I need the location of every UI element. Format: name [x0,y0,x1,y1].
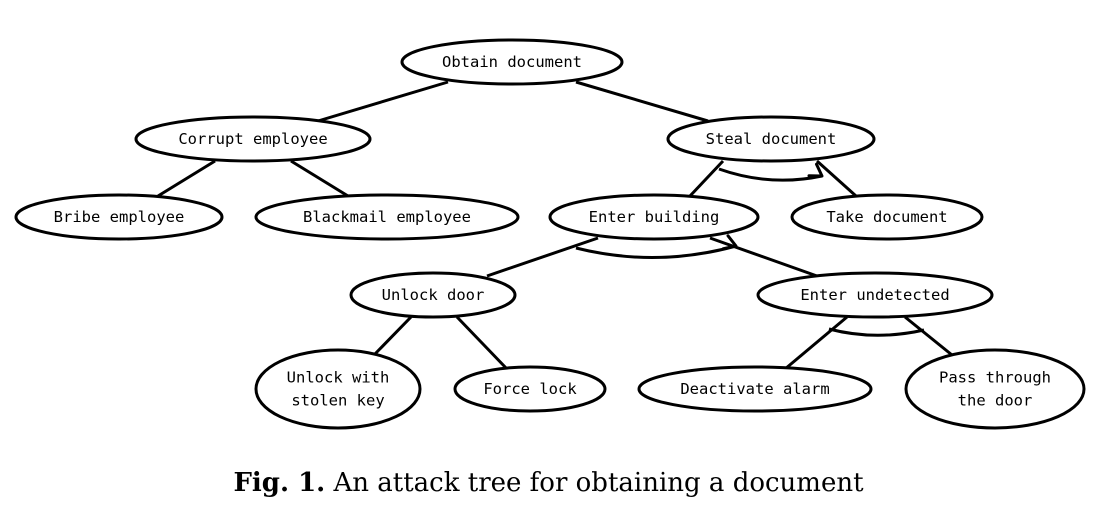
node-unlock-door: Unlock door [349,271,517,319]
edge-enter-building-to-unlock-door [486,236,599,278]
conjunction-arc-steal-document [718,167,823,182]
edge-obtain-document-to-corrupt-employee [317,80,449,123]
node-unlock-door-ellipse [349,271,517,319]
node-bribe-employee-ellipse [14,193,224,241]
edge-corrupt-employee-to-blackmail-employee [290,159,349,198]
edge-steal-document-to-take-document [815,159,858,198]
edge-unlock-door-to-unlock-with-stolen-key [372,315,413,357]
node-unlock-with-stolen-key: Unlock with stolen key [254,348,422,430]
node-take-document-ellipse [790,193,984,241]
node-enter-undetected-ellipse [756,271,994,319]
node-bribe-employee-label: Bribe employee [54,208,185,226]
node-force-lock: Force lock [453,365,607,413]
edges-layer [157,80,953,371]
edge-enter-building-to-enter-undetected [709,236,818,278]
node-unlock-with-stolen-key-ellipse [254,348,422,430]
node-deactivate-alarm-label: Deactivate alarm [680,380,829,398]
node-deactivate-alarm-ellipse [637,365,873,413]
node-blackmail-employee-ellipse [254,193,520,241]
node-obtain-document-ellipse [400,38,624,86]
node-obtain-document-label: Obtain document [442,53,582,71]
edge-enter-undetected-to-pass-through-door [904,315,953,357]
node-blackmail-employee-label: Blackmail employee [303,208,471,226]
node-pass-through-door: Pass through the door [904,348,1086,430]
node-enter-undetected-label: Enter undetected [800,286,949,304]
node-unlock-with-stolen-key-label-line-1: Unlock with [287,369,390,387]
node-pass-through-door-label-line-2: the door [958,392,1033,410]
conjunction-arc-enter-building-arrowhead-icon [721,234,738,251]
conjunction-arc-enter-building [575,244,737,260]
conjunction-arc-enter-undetected [828,327,925,337]
node-take-document-label: Take document [826,208,947,226]
node-enter-undetected: Enter undetected [756,271,994,319]
node-steal-document: Steal document [666,115,876,163]
node-unlock-with-stolen-key-label-line-2: stolen key [291,392,384,410]
node-obtain-document: Obtain document [400,38,624,86]
node-steal-document-label: Steal document [706,130,837,148]
caption-label: Fig. 1. [233,468,326,498]
edge-corrupt-employee-to-bribe-employee [157,159,216,198]
node-pass-through-door-label-line-1: Pass through [939,369,1051,387]
node-force-lock-label: Force lock [483,380,577,398]
conjunction-arc-steal-document-arrowhead-icon [807,162,824,178]
node-force-lock-ellipse [453,365,607,413]
node-corrupt-employee: Corrupt employee [134,115,372,163]
node-enter-building-ellipse [548,193,760,241]
node-take-document: Take document [790,193,984,241]
node-corrupt-employee-label: Corrupt employee [178,130,327,148]
node-pass-through-door-ellipse [904,348,1086,430]
node-enter-building: Enter building [548,193,760,241]
node-deactivate-alarm: Deactivate alarm [637,365,873,413]
figure-caption: Fig. 1. An attack tree for obtaining a d… [0,468,1097,498]
edge-unlock-door-to-force-lock [455,315,509,371]
edge-enter-undetected-to-deactivate-alarm [784,315,848,371]
node-steal-document-ellipse [666,115,876,163]
edge-steal-document-to-enter-building [688,159,725,198]
node-unlock-door-label: Unlock door [382,286,485,304]
node-blackmail-employee: Blackmail employee [254,193,520,241]
edge-obtain-document-to-steal-document [575,80,709,123]
node-corrupt-employee-ellipse [134,115,372,163]
node-enter-building-label: Enter building [589,208,720,226]
node-bribe-employee: Bribe employee [14,193,224,241]
caption-text: An attack tree for obtaining a document [333,468,864,498]
conjunction-arcs-layer [575,162,925,337]
